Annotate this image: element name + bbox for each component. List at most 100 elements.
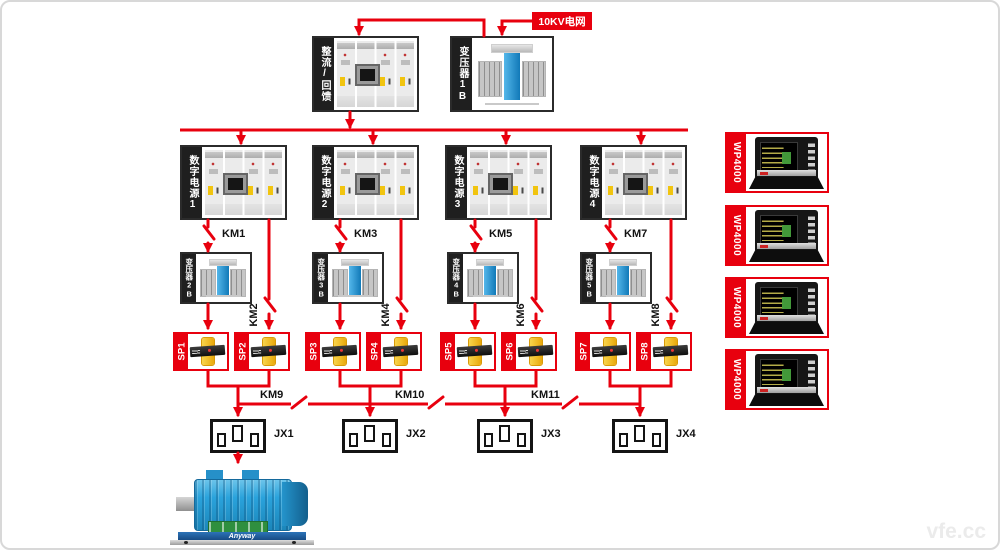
sensor-graphic	[516, 334, 555, 369]
test-motor: Anyway	[168, 465, 316, 545]
transformer-1b-label: 变压器1B	[457, 45, 468, 103]
cabinet-label-bar: 数字电源3	[447, 147, 467, 218]
sp-label-bar: SP4	[368, 334, 381, 369]
sensor-graphic	[651, 334, 690, 369]
cabinet-graphic	[205, 150, 282, 215]
analyzer-screen	[760, 287, 798, 317]
cabinet-3-label: 数字电源3	[452, 154, 463, 211]
transformer-label-bar: 变压器4B	[449, 254, 463, 302]
jx-slot	[484, 433, 493, 447]
sp7-label: SP7	[578, 342, 589, 361]
rectifier-label-bar: 整流/回馈	[314, 38, 334, 110]
jx2-label: JX2	[406, 428, 426, 440]
sensor-sp3: SP3	[305, 332, 361, 371]
junction-box-jx1	[210, 419, 266, 453]
transformer-5b: 变压器5B	[580, 252, 652, 304]
transformer-core	[484, 265, 496, 297]
contactor-km10-label: KM10	[395, 389, 425, 401]
analyzer-base	[749, 393, 824, 406]
analyzer-screen	[760, 142, 798, 172]
jx-slot	[517, 433, 526, 447]
transformer-label-bar: 变压器5B	[582, 254, 596, 302]
sp-label-bar: SP2	[236, 334, 249, 369]
transformer-cap	[491, 44, 533, 53]
analyzer-graphic	[748, 353, 825, 406]
wp4000-label-3: WP4000	[731, 286, 743, 329]
sensor-graphic	[249, 334, 288, 369]
sensor-graphic	[320, 334, 359, 369]
transformer-graphic	[198, 256, 248, 300]
analyzer-base	[749, 249, 824, 262]
contactor-km7-label: KM7	[624, 228, 648, 240]
motor-base-brand: Anyway	[178, 532, 306, 541]
contactor-km9-label: KM9	[260, 389, 284, 401]
contactor-km8-label: KM8	[650, 303, 662, 327]
cabinet-4-label: 数字电源4	[587, 154, 598, 211]
analyzer-wp4000-1: WP4000	[725, 132, 829, 193]
analyzer-front-strip	[757, 387, 816, 393]
cabinet-label-bar: 数字电源4	[582, 147, 602, 218]
analyzer-screen	[760, 215, 798, 245]
jx-slot	[349, 433, 358, 447]
contactor-km2-label: KM2	[248, 303, 260, 327]
jx-slot	[634, 425, 645, 442]
transformer-core	[217, 265, 229, 297]
sensor-graphic	[590, 334, 629, 369]
sp6-label: SP6	[504, 342, 515, 361]
sp-label-bar: SP6	[503, 334, 516, 369]
rectifier-cabinet: 整流/回馈	[312, 36, 419, 112]
transformer-core	[504, 52, 520, 100]
sp-label-bar: SP7	[577, 334, 590, 369]
cabinet-graphic	[470, 150, 547, 215]
analyzer-wp4000-3: WP4000	[725, 277, 829, 338]
analyzer-screen	[760, 359, 798, 389]
sensor-sp4: SP4	[366, 332, 422, 371]
sensor-busbar	[250, 344, 287, 358]
sp-label-bar: SP1	[175, 334, 188, 369]
transformer-1b: 变压器1B	[450, 36, 554, 112]
cabinet-graphic	[605, 150, 682, 215]
motor-shaft	[176, 497, 198, 511]
sensor-busbar	[189, 344, 226, 358]
transformer-3b: 变压器3B	[312, 252, 384, 304]
sp8-label: SP8	[639, 342, 650, 361]
contactor-km11-label: KM11	[531, 389, 560, 401]
analyzer-graphic	[748, 136, 825, 189]
cabinet-1-label: 数字电源1	[187, 154, 198, 211]
power-cabinet-2: 数字电源2	[312, 145, 419, 220]
transformer-graphic	[598, 256, 648, 300]
transformer-2b: 变压器2B	[180, 252, 252, 304]
transformer-graphic	[474, 40, 550, 108]
motor-terminal-strip	[208, 521, 268, 533]
radiator-left	[467, 269, 483, 297]
jx-slot	[217, 433, 226, 447]
analyzer-wp4000-2: WP4000	[725, 205, 829, 266]
transformer-label-bar: 变压器3B	[314, 254, 328, 302]
radiator-left	[600, 269, 616, 297]
transformer-3b-label: 变压器3B	[316, 257, 326, 299]
wp-label-bar: WP4000	[727, 279, 746, 336]
jx3-label: JX3	[541, 428, 561, 440]
wp-label-bar: WP4000	[727, 207, 746, 264]
transformer-core	[617, 265, 629, 297]
jx4-label: JX4	[676, 428, 696, 440]
rectifier-label: 整流/回馈	[319, 46, 330, 102]
sensor-busbar	[456, 344, 493, 358]
analyzer-base	[749, 321, 824, 334]
sp2-label: SP2	[237, 342, 248, 361]
sensor-sp1: SP1	[173, 332, 229, 371]
jx-slot	[652, 433, 661, 447]
sensor-graphic	[188, 334, 227, 369]
junction-box-jx2	[342, 419, 398, 453]
motor-rail	[170, 540, 314, 545]
sensor-graphic	[381, 334, 420, 369]
transformer-5b-label: 变压器5B	[584, 257, 594, 299]
sp4-label: SP4	[369, 342, 380, 361]
transformer-cap	[609, 259, 637, 266]
power-cabinet-4: 数字电源4	[580, 145, 687, 220]
transformer-cap	[476, 259, 504, 266]
radiator-right	[522, 61, 546, 97]
contactor-km6-label: KM6	[515, 303, 527, 327]
analyzer-buttons	[808, 358, 815, 390]
